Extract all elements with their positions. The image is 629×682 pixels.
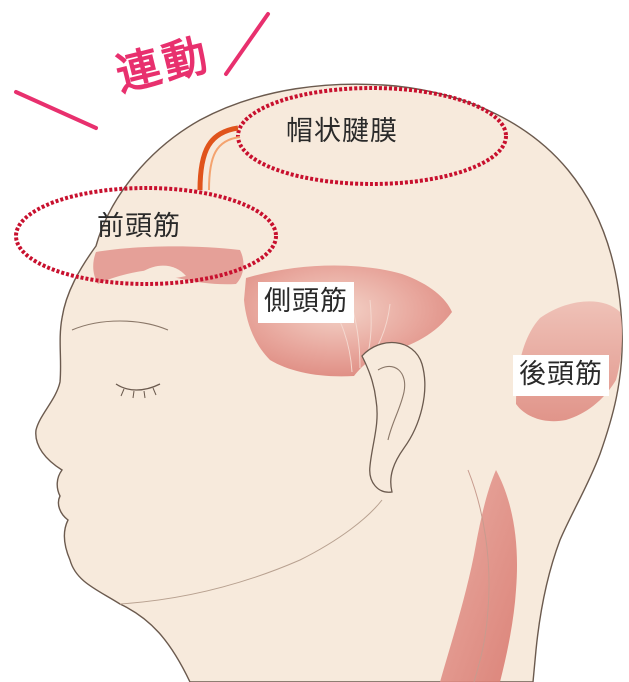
ear-inner (377, 365, 406, 441)
label-occipitalis: 後頭筋 (513, 355, 609, 396)
label-galea-aponeurotica: 帽状腱膜 (286, 116, 398, 147)
closed-eye (115, 383, 161, 391)
neck-muscle (440, 470, 518, 682)
headline-right-stroke (224, 12, 270, 76)
ear (361, 342, 426, 493)
connector-link-inner (208, 136, 241, 191)
eyelashes (120, 387, 157, 399)
neck-muscle-edge (467, 469, 490, 682)
brow-ridge-line (71, 320, 169, 331)
galea-highlight-ring (236, 86, 508, 186)
label-frontalis: 前頭筋 (97, 211, 181, 242)
frontalis-highlight-ring (14, 186, 278, 286)
head-silhouette (35, 83, 623, 682)
jaw-line (119, 499, 383, 605)
connector-link (197, 125, 239, 191)
frontalis-muscle (93, 246, 244, 285)
eyebrow-highlight (142, 265, 186, 279)
label-temporalis: 側頭筋 (258, 282, 354, 323)
headline-left-stroke (14, 90, 98, 130)
